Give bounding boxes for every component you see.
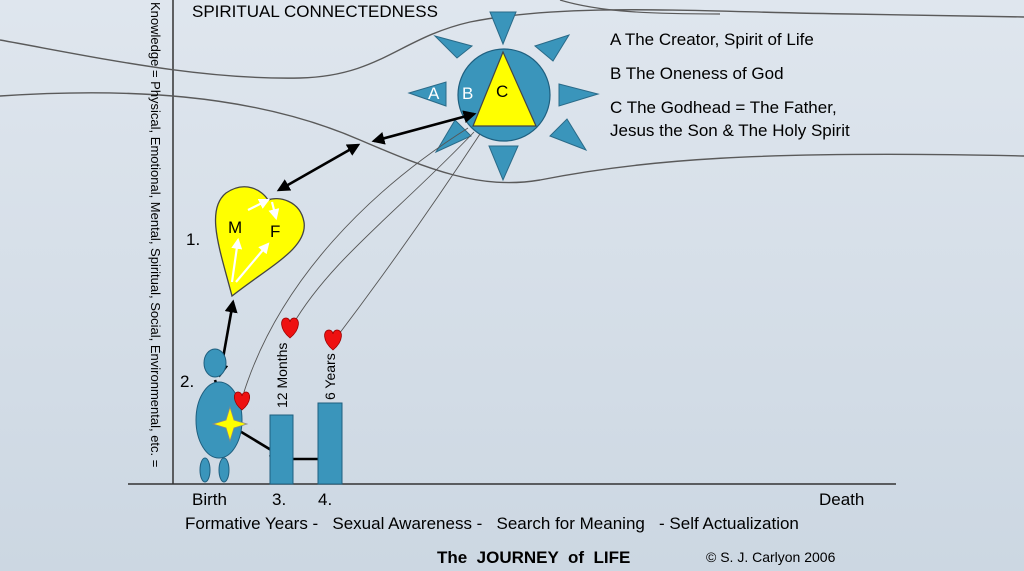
x-label-death: Death <box>819 490 864 509</box>
band-upper-line-2 <box>559 0 721 15</box>
band-lower-line <box>0 92 1024 184</box>
heart-white-arrows <box>230 199 280 283</box>
legend-c2: Jesus the Son & The Holy Spirit <box>610 121 850 140</box>
person-number: 2. <box>180 372 194 391</box>
legend-a: A The Creator, Spirit of Life <box>610 30 814 49</box>
godhead-triangle <box>472 50 537 127</box>
red-hearts <box>233 317 342 411</box>
legend-b: B The Oneness of God <box>610 64 784 83</box>
connector-lines <box>243 127 481 393</box>
legend-c1: C The Godhead = The Father, <box>610 98 837 117</box>
heart-icon-6-years <box>324 329 342 351</box>
black-arrows <box>213 110 477 466</box>
star-icon <box>211 405 249 443</box>
heart-icon-person <box>233 391 251 411</box>
bar-label-12-months: 12 Months <box>274 343 290 408</box>
band-upper-line <box>0 9 1024 79</box>
x-label-marker-3: 3. <box>272 490 286 509</box>
heart-label-f: F <box>270 222 280 241</box>
person-figure <box>195 348 243 483</box>
bar-12-months <box>269 414 294 485</box>
footer-copyright: © S. J. Carlyon 2006 <box>706 549 836 565</box>
sun-label-a: A <box>428 84 440 103</box>
x-label-marker-4: 4. <box>318 490 332 509</box>
bar-label-6-years: 6 Years <box>322 353 338 400</box>
sun-label-c: C <box>496 82 508 101</box>
y-axis-label: Knowledge = Physical, Emotional, Mental,… <box>148 2 163 467</box>
diagram-title: SPIRITUAL CONNECTEDNESS <box>192 2 438 21</box>
heart-icon-12-months <box>281 317 299 339</box>
life-stages: Formative Years - Sexual Awareness - Sea… <box>185 514 799 533</box>
x-label-birth: Birth <box>192 490 227 509</box>
heart-number: 1. <box>186 230 200 249</box>
sun-label-b: B <box>462 84 473 103</box>
heart-label-m: M <box>228 218 242 237</box>
footer-title: The JOURNEY of LIFE <box>437 548 630 567</box>
bar-6-years <box>317 402 343 485</box>
